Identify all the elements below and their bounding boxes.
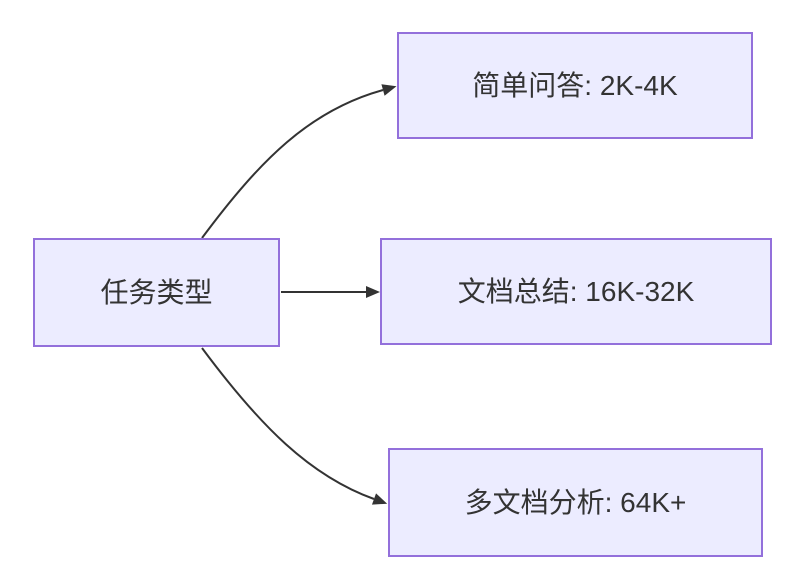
node-simple-qa: 简单问答: 2K-4K [397, 32, 753, 139]
node-simple-qa-label: 简单问答: 2K-4K [472, 69, 678, 101]
node-multi-doc: 多文档分析: 64K+ [388, 448, 763, 557]
node-doc-summary-label: 文档总结: 16K-32K [457, 275, 695, 307]
node-task-type-label: 任务类型 [100, 276, 213, 308]
node-task-type: 任务类型 [33, 238, 280, 347]
arrow-root-to-multi-doc [201, 347, 388, 505]
arrow-root-to-simple-qa [201, 84, 397, 239]
node-doc-summary: 文档总结: 16K-32K [380, 238, 772, 345]
node-multi-doc-label: 多文档分析: 64K+ [464, 486, 687, 518]
